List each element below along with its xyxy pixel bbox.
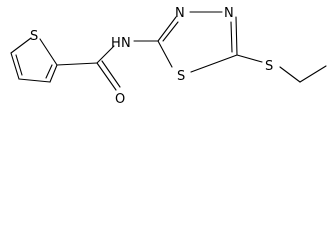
bond-td-c5-s1: [190, 54, 238, 73]
atom-carbonyl-o: O: [115, 92, 125, 107]
atom-amide-n: N: [121, 36, 131, 51]
bond-carbonyl-o-1: [96, 62, 117, 91]
bond-td-n4-c5: [235, 16, 238, 56]
atom-thiophene-s: S: [30, 29, 38, 44]
bond-td-c2-s1: [157, 40, 173, 68]
atom-amide-h: H: [111, 36, 121, 51]
bond-td-c2-n3: [157, 16, 177, 42]
bond-c2-carbonyl: [56, 62, 98, 66]
bond-td-c2-n3-inner: [162, 21, 179, 42]
bond-s-ch2: [279, 66, 301, 83]
bond-thiophene-c3-c2-inner: [45, 64, 53, 79]
atom-ring-n4: N: [224, 6, 234, 21]
atom-thioether-s: S: [265, 59, 273, 74]
atom-labels: S N H O S N N S: [30, 6, 273, 107]
bond-carbonyl-o-2: [101, 60, 121, 88]
bond-carbonyl-n: [96, 45, 115, 64]
bond-thiophene-c3-c2: [49, 64, 58, 83]
bond-c5-s: [236, 54, 263, 63]
molecule-structure: S N H O S N N S: [10, 6, 327, 107]
bond-thiophene-c4-c3: [18, 78, 51, 83]
bond-thiophene-c5-c4: [10, 52, 20, 80]
bond-ch2-ch3: [299, 65, 327, 83]
bond-td-n4-c5-inner: [230, 21, 233, 53]
bond-thiophene-s-c5: [10, 37, 32, 54]
atom-ring-n3: N: [175, 6, 185, 21]
bonds: [10, 11, 327, 91]
bond-thiophene-c5-c4-inner: [15, 54, 23, 76]
bond-thiophene-s-c2: [39, 38, 58, 66]
atom-ring-s: S: [177, 69, 185, 84]
